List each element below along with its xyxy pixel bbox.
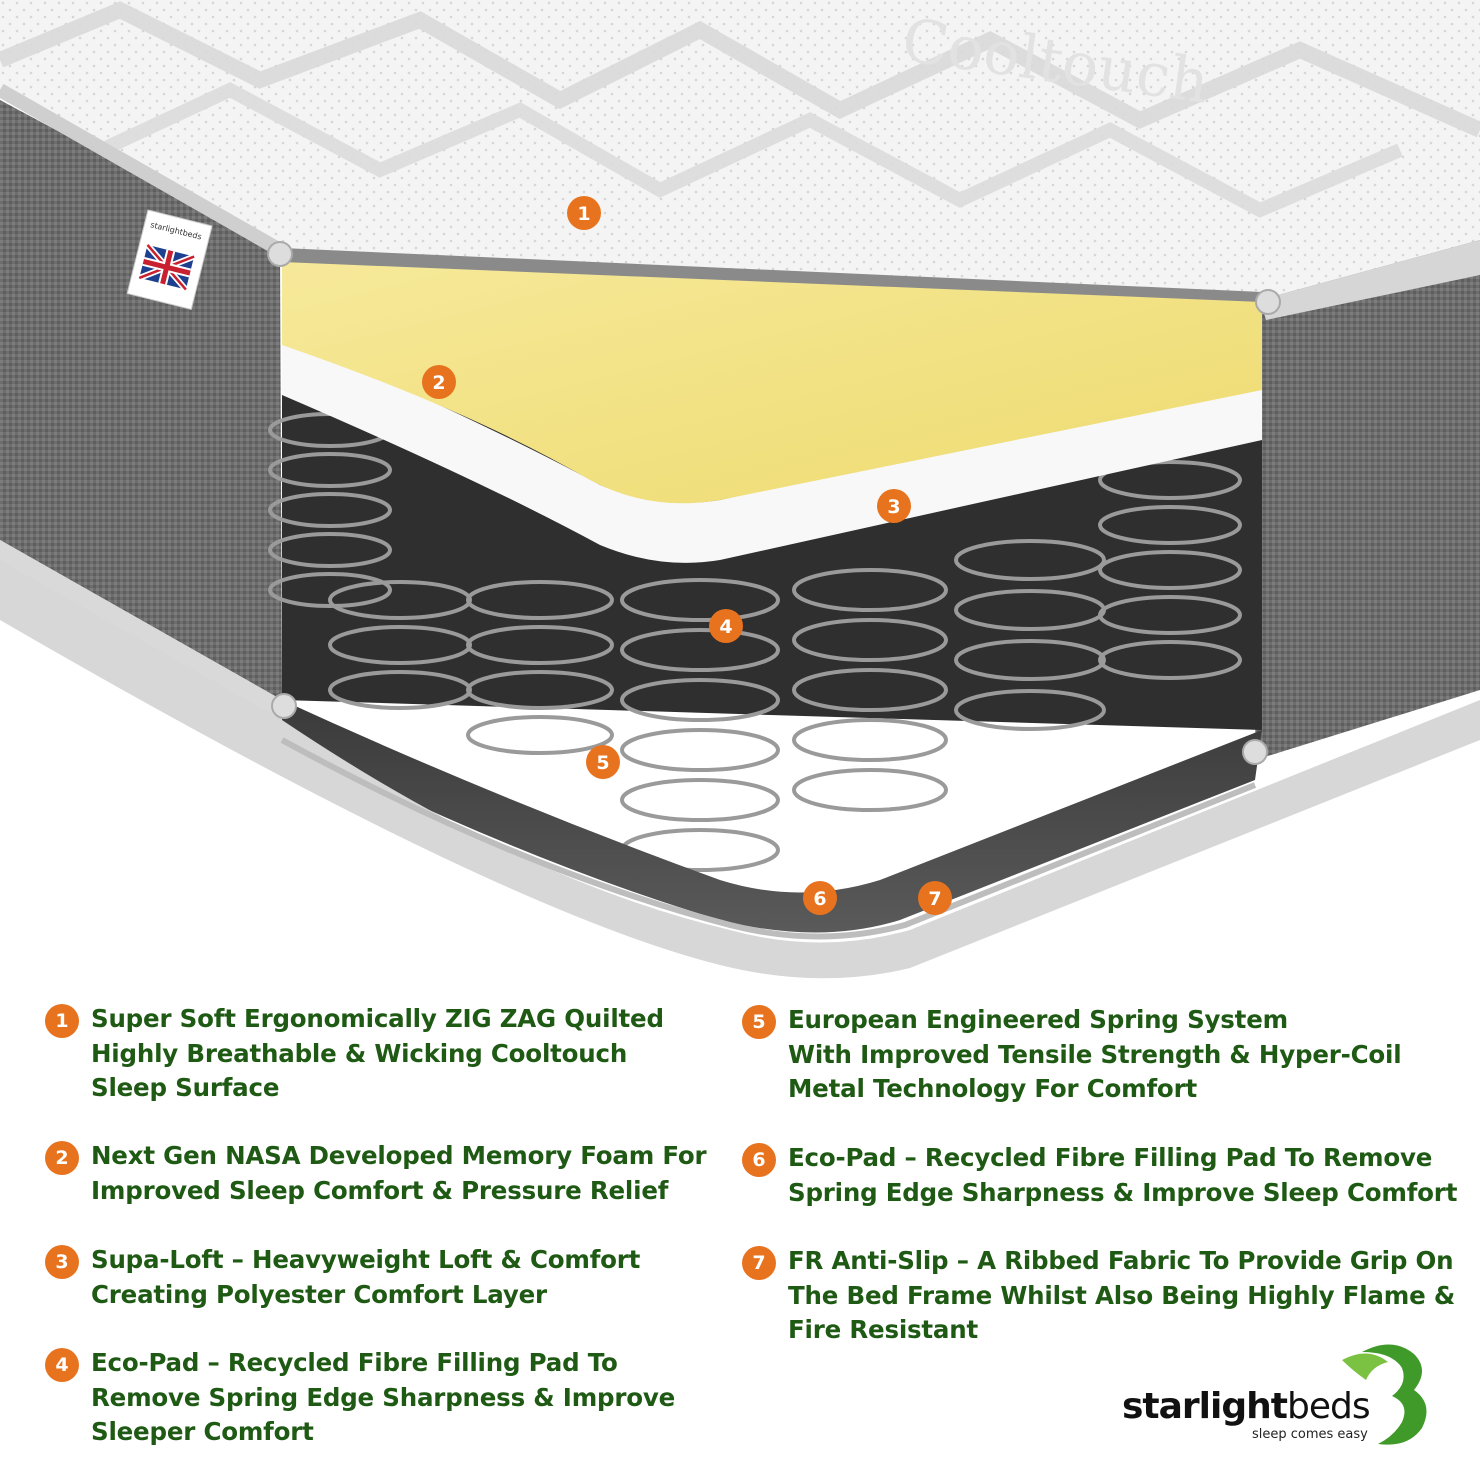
quilted-top-surface: Cooltouch — [0, 0, 1480, 300]
brand-tag: starlightbeds — [126, 209, 213, 311]
svg-text:7: 7 — [928, 888, 941, 910]
legend-number: 7 — [742, 1246, 776, 1280]
legend-item-2: 2 Next Gen NASA Developed Memory Foam Fo… — [45, 1139, 707, 1208]
right-side-panel — [1255, 240, 1480, 760]
badge-5: 5 — [586, 745, 620, 779]
legend-item-5: 5 European Engineered Spring System With… — [742, 1003, 1402, 1107]
svg-text:5: 5 — [596, 752, 609, 774]
mattress-illustration: Cooltouch starlightbeds — [0, 0, 1480, 979]
corner-piping — [267, 241, 1281, 765]
legend-text: Supa-Loft – Heavyweight Loft & Comfort C… — [91, 1245, 641, 1309]
legend-item-1: 1 Super Soft Ergonomically ZIG ZAG Quilt… — [45, 1002, 664, 1106]
starlightbeds-logo: starlightbeds sleep comes easy — [1122, 1340, 1442, 1450]
legend-text: Super Soft Ergonomically ZIG ZAG Quilted… — [91, 1004, 664, 1102]
badge-6: 6 — [803, 881, 837, 915]
legend-number: 5 — [742, 1005, 776, 1039]
badge-2: 2 — [422, 365, 456, 399]
legend-text: Next Gen NASA Developed Memory Foam For … — [91, 1141, 707, 1205]
badge-7: 7 — [918, 881, 952, 915]
legend-number: 4 — [45, 1348, 79, 1382]
legend-text: Eco-Pad – Recycled Fibre Filling Pad To … — [91, 1348, 676, 1446]
badge-4: 4 — [709, 609, 743, 643]
legend-number: 1 — [45, 1004, 79, 1038]
legend-item-6: 6 Eco-Pad – Recycled Fibre Filling Pad T… — [742, 1141, 1457, 1210]
legend-item-3: 3 Supa-Loft – Heavyweight Loft & Comfort… — [45, 1243, 640, 1312]
svg-text:6: 6 — [813, 888, 826, 910]
svg-text:4: 4 — [719, 616, 732, 638]
legend-number: 6 — [742, 1143, 776, 1177]
base-layer — [0, 560, 1480, 979]
svg-text:2: 2 — [432, 372, 445, 394]
legend-item-7: 7 FR Anti-Slip – A Ribbed Fabric To Prov… — [742, 1244, 1455, 1348]
legend-number: 2 — [45, 1141, 79, 1175]
legend-text: European Engineered Spring System With I… — [788, 1005, 1402, 1103]
badge-1: 1 — [567, 196, 601, 230]
svg-text:1: 1 — [577, 203, 590, 225]
legend-text: Eco-Pad – Recycled Fibre Filling Pad To … — [788, 1143, 1458, 1207]
legend-item-4: 4 Eco-Pad – Recycled Fibre Filling Pad T… — [45, 1346, 675, 1450]
logo-mark-icon — [1342, 1344, 1427, 1445]
comfort-layers — [282, 248, 1262, 563]
svg-text:3: 3 — [887, 496, 900, 518]
legend-text: FR Anti-Slip – A Ribbed Fabric To Provid… — [788, 1246, 1455, 1344]
badge-3: 3 — [877, 489, 911, 523]
legend-number: 3 — [45, 1245, 79, 1279]
logo-tagline: sleep comes easy — [1252, 1427, 1368, 1442]
logo-wordmark: starlightbeds — [1122, 1386, 1371, 1427]
left-side-panel — [0, 83, 284, 720]
